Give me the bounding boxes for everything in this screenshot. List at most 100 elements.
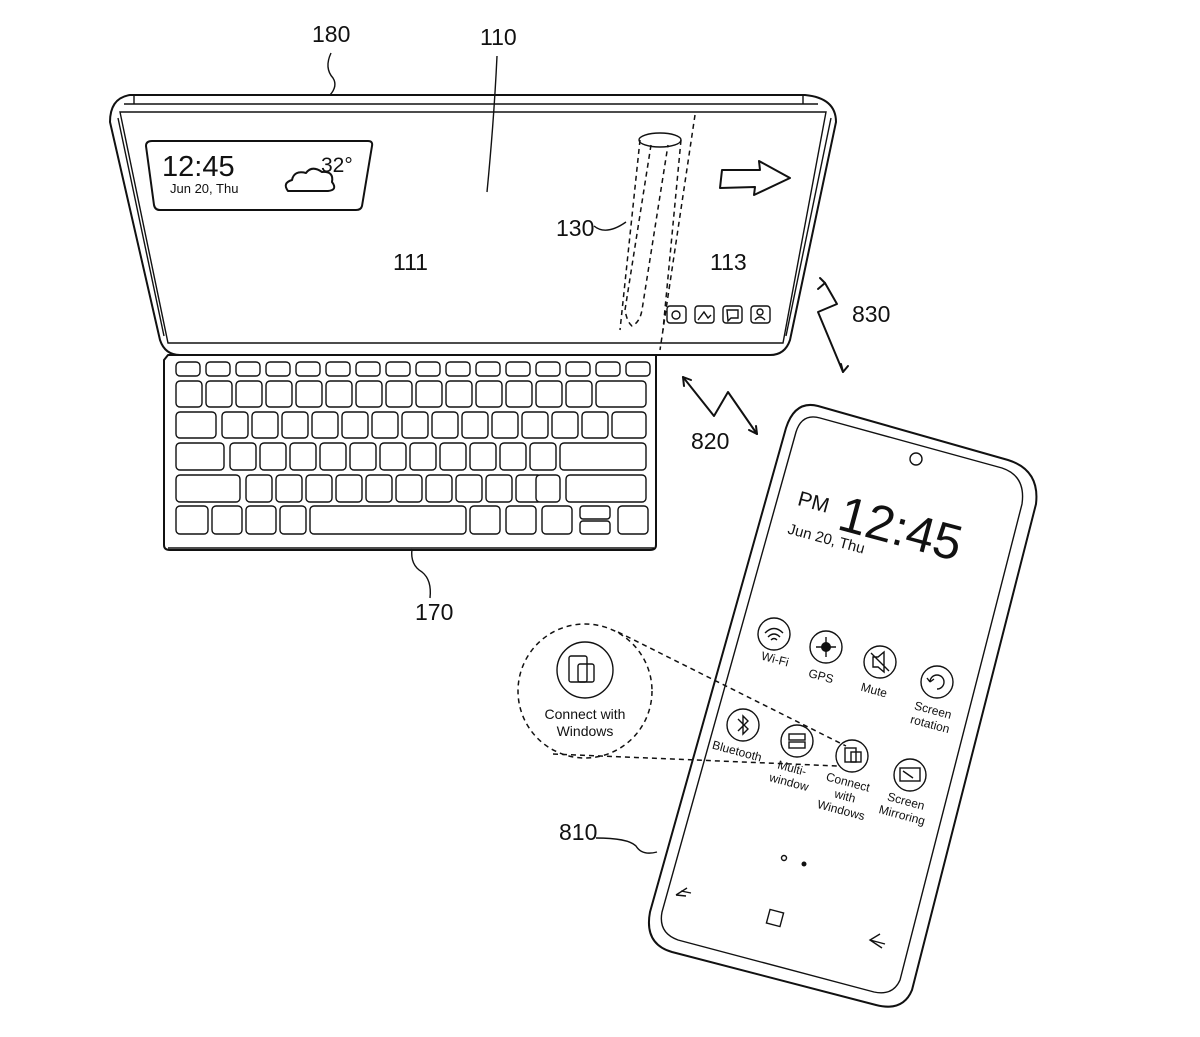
keyboard-key-62[interactable] <box>305 474 333 503</box>
keyboard-key-0[interactable] <box>175 361 201 377</box>
keyboard-key-58[interactable] <box>559 442 647 471</box>
keyboard-key-13[interactable] <box>565 361 591 377</box>
keyboard-key-52[interactable] <box>379 442 407 471</box>
keyboard-key-10[interactable] <box>475 361 501 377</box>
keyboard-key-48[interactable] <box>259 442 287 471</box>
keyboard-key-71[interactable] <box>565 474 647 503</box>
keyboard-key-26[interactable] <box>475 380 503 408</box>
tile-wifi[interactable]: Wi-Fi <box>757 617 791 670</box>
keyboard-key-64[interactable] <box>365 474 393 503</box>
keyboard-key-24[interactable] <box>415 380 443 408</box>
tile-mute[interactable]: Mute <box>859 645 897 700</box>
keyboard-key-55[interactable] <box>469 442 497 471</box>
page-dot-2[interactable] <box>801 861 807 867</box>
keyboard-key-25[interactable] <box>445 380 473 408</box>
keyboard-key-47[interactable] <box>229 442 257 471</box>
tile-multi-window[interactable]: Multi- window <box>767 724 814 794</box>
keyboard-key-53[interactable] <box>409 442 437 471</box>
recents-icon[interactable] <box>675 887 692 897</box>
keyboard-key-18[interactable] <box>235 380 263 408</box>
keyboard-key-35[interactable] <box>311 411 339 439</box>
keyboard-key-32[interactable] <box>221 411 249 439</box>
keyboard-key-2[interactable] <box>235 361 261 377</box>
keyboard-key-76[interactable] <box>309 505 467 535</box>
keyboard-key-65[interactable] <box>395 474 423 503</box>
back-icon[interactable] <box>868 933 886 949</box>
keyboard-key-3[interactable] <box>265 361 291 377</box>
keyboard-key-61[interactable] <box>275 474 303 503</box>
keyboard-key-33[interactable] <box>251 411 279 439</box>
keyboard-key-37[interactable] <box>371 411 399 439</box>
tile-screen-rotation[interactable]: Screen rotation <box>909 665 954 736</box>
keyboard-key-54[interactable] <box>439 442 467 471</box>
stylus-pen[interactable] <box>619 114 696 351</box>
keyboard-key-74[interactable] <box>245 505 277 535</box>
keyboard-key-15[interactable] <box>625 361 651 377</box>
keyboard-key-29[interactable] <box>565 380 593 408</box>
keyboard-key-39[interactable] <box>431 411 459 439</box>
keyboard-key-22[interactable] <box>355 380 383 408</box>
keyboard-key-17[interactable] <box>205 380 233 408</box>
keyboard-key-75[interactable] <box>279 505 307 535</box>
keyboard-key-60[interactable] <box>245 474 273 503</box>
keyboard-key-63[interactable] <box>335 474 363 503</box>
app-icon-message[interactable] <box>722 305 743 324</box>
keyboard-key-43[interactable] <box>551 411 579 439</box>
tile-gps[interactable]: GPS <box>807 630 843 686</box>
keyboard-key-7[interactable] <box>385 361 411 377</box>
keyboard-key-28[interactable] <box>535 380 563 408</box>
keyboard-key-70[interactable] <box>535 474 561 503</box>
keyboard-key-41[interactable] <box>491 411 519 439</box>
keyboard-key-27[interactable] <box>505 380 533 408</box>
keyboard-key-49[interactable] <box>289 442 317 471</box>
app-icon-contacts[interactable] <box>750 305 771 324</box>
keyboard-key-8[interactable] <box>415 361 441 377</box>
keyboard-key-31[interactable] <box>175 411 217 439</box>
keyboard-arrow-key-81[interactable] <box>579 505 611 520</box>
keyboard-key-57[interactable] <box>529 442 557 471</box>
keyboard-key-14[interactable] <box>595 361 621 377</box>
keyboard-key-11[interactable] <box>505 361 531 377</box>
tile-screen-mirroring[interactable]: Screen Mirroring <box>877 758 927 828</box>
keyboard-key-59[interactable] <box>175 474 241 503</box>
keyboard-key-77[interactable] <box>469 505 501 535</box>
keyboard-key-44[interactable] <box>581 411 609 439</box>
app-icon-gallery[interactable] <box>694 305 715 324</box>
keyboard-key-42[interactable] <box>521 411 549 439</box>
keyboard-key-16[interactable] <box>175 380 203 408</box>
keyboard-key-79[interactable] <box>541 505 573 535</box>
keyboard-key-45[interactable] <box>611 411 647 439</box>
keyboard-key-80[interactable] <box>617 505 649 535</box>
keyboard-key-23[interactable] <box>385 380 413 408</box>
keyboard-key-51[interactable] <box>349 442 377 471</box>
keyboard-key-78[interactable] <box>505 505 537 535</box>
page-dot-1[interactable] <box>780 854 788 862</box>
keyboard-key-34[interactable] <box>281 411 309 439</box>
keyboard-key-56[interactable] <box>499 442 527 471</box>
keyboard-key-66[interactable] <box>425 474 453 503</box>
home-icon[interactable] <box>765 908 785 928</box>
keyboard-key-20[interactable] <box>295 380 323 408</box>
keyboard-key-36[interactable] <box>341 411 369 439</box>
keyboard-key-21[interactable] <box>325 380 353 408</box>
keyboard-key-12[interactable] <box>535 361 561 377</box>
arrow-right-icon[interactable] <box>719 160 791 196</box>
keyboard-key-50[interactable] <box>319 442 347 471</box>
tablet-clock-widget[interactable]: 12:45 Jun 20, Thu 32° <box>145 140 374 211</box>
keyboard-key-68[interactable] <box>485 474 513 503</box>
keyboard-arrow-key-82[interactable] <box>579 520 611 535</box>
keyboard-key-1[interactable] <box>205 361 231 377</box>
keyboard-key-38[interactable] <box>401 411 429 439</box>
tile-connect-with-windows[interactable]: Connect with Windows <box>816 739 872 823</box>
keyboard-key-73[interactable] <box>211 505 243 535</box>
keyboard-key-5[interactable] <box>325 361 351 377</box>
keyboard-key-46[interactable] <box>175 442 225 471</box>
keyboard-key-30[interactable] <box>595 380 647 408</box>
keyboard-key-6[interactable] <box>355 361 381 377</box>
keyboard-key-4[interactable] <box>295 361 321 377</box>
keyboard-key-9[interactable] <box>445 361 471 377</box>
app-icon-camera[interactable] <box>666 305 687 324</box>
keyboard-key-72[interactable] <box>175 505 209 535</box>
tile-bluetooth[interactable]: Bluetooth <box>711 708 764 764</box>
keyboard-key-40[interactable] <box>461 411 489 439</box>
